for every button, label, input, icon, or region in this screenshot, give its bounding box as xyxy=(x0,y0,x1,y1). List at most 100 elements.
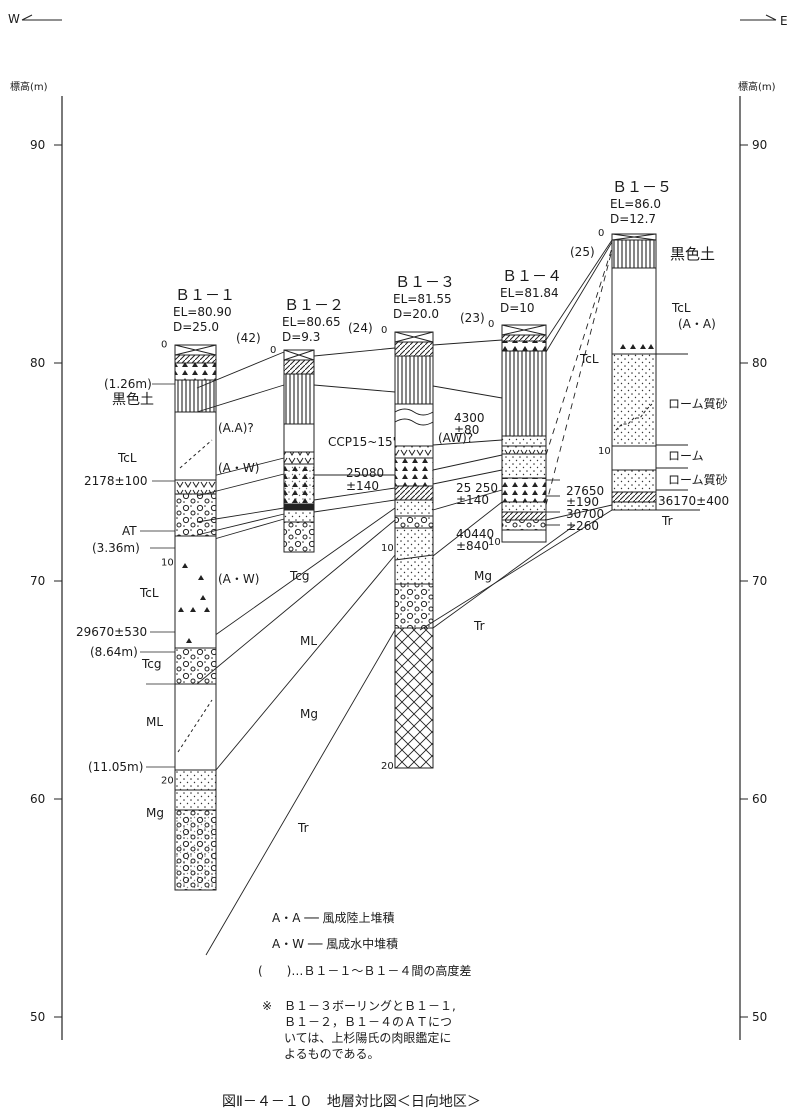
layer-label: Tcg xyxy=(289,569,310,583)
depth-label: 0 xyxy=(488,319,494,330)
height-diff: (23) xyxy=(460,311,485,325)
layer-label: ±840 xyxy=(456,539,489,553)
depth-label: 0 xyxy=(161,339,167,350)
legend-aa: A・A ── 風成陸上堆積 xyxy=(272,910,395,925)
tick-label-left: 70 xyxy=(30,574,45,588)
borehole-depth: D=20.0 xyxy=(393,307,439,321)
layer-label: ±190 xyxy=(566,495,599,509)
layer-label: (8.64m) xyxy=(90,645,138,659)
borehole-name: Ｂ１－４ xyxy=(502,267,562,285)
depth-label: 10 xyxy=(488,537,501,548)
legend-note-line: いては、上杉陽氏の肉眼鑑定に xyxy=(284,1030,451,1045)
layer-label: 30700 xyxy=(566,507,604,521)
layer-label: (AW)? xyxy=(438,431,473,445)
layer-label: TcL xyxy=(579,352,599,366)
layer-label: (3.36m) xyxy=(92,541,140,555)
compass-east-arrowhead xyxy=(765,14,777,21)
tick-label-right: 60 xyxy=(752,792,767,806)
borehole-b1-3 xyxy=(394,331,434,769)
axis-label-right: 標高(m) xyxy=(738,80,776,93)
borehole-depth: D=9.3 xyxy=(282,330,320,344)
legend-paren: ( )…Ｂ１－１～Ｂ１－４間の高度差 xyxy=(258,963,471,978)
layer-label: ML xyxy=(300,634,317,648)
layer-label: Mg xyxy=(146,806,164,820)
corr-line xyxy=(432,489,503,511)
layer-label: ローム質砂 xyxy=(668,472,728,487)
borehole-name: Ｂ１－５ xyxy=(612,178,672,196)
layer-label: 4300 xyxy=(454,411,485,425)
tick-label-left: 80 xyxy=(30,356,45,370)
borehole-elevation: EL=86.0 xyxy=(610,197,661,211)
corr-line xyxy=(545,239,613,341)
layer-label: 25 250 xyxy=(456,481,498,495)
layer-label: 29670±530 xyxy=(76,625,147,639)
tick-label-right: 70 xyxy=(752,574,767,588)
axis-label-left: 標高(m) xyxy=(10,80,48,93)
layer-label: TcL xyxy=(117,451,137,465)
borehole-b1-2 xyxy=(283,349,315,553)
layer-label: (A・W) xyxy=(218,572,259,586)
layer-label: 黒色土 xyxy=(670,245,715,263)
layer-label: 2178±100 xyxy=(84,474,148,488)
depth-label: 0 xyxy=(381,325,387,336)
borehole-depth: D=10 xyxy=(500,301,535,315)
height-diff: (42) xyxy=(236,331,261,345)
layer-label: 36170±400 xyxy=(658,494,729,508)
layer-label: Tr xyxy=(297,821,309,835)
corr-line xyxy=(432,524,576,629)
compass-east: E xyxy=(780,14,788,28)
corr-line xyxy=(419,509,613,631)
layer-label: 27650 xyxy=(566,484,604,498)
layer-label: Mg xyxy=(300,707,318,721)
layer-label: (11.05m) xyxy=(88,760,143,774)
borehole-name: Ｂ１－３ xyxy=(395,273,455,291)
corr-line xyxy=(313,487,396,501)
layer-label: ML xyxy=(146,715,163,729)
legend-note-mark: ※ xyxy=(262,999,272,1013)
corr-line xyxy=(196,507,396,649)
corr-line xyxy=(313,384,396,393)
corr-line xyxy=(432,454,503,471)
depth-label: 20 xyxy=(381,761,394,772)
layer-label: (A・A) xyxy=(678,317,716,331)
height-diff: (24) xyxy=(348,321,373,335)
corr-line xyxy=(313,347,396,357)
depth-label: 10 xyxy=(161,557,174,568)
tick-label-left: 50 xyxy=(30,1010,45,1024)
legend-note-line: よるものである。 xyxy=(284,1047,380,1061)
tick-label-left: 90 xyxy=(30,138,45,152)
borehole-elevation: EL=81.84 xyxy=(500,286,559,300)
layer-label: ±140 xyxy=(346,479,379,493)
tick-label-left: 60 xyxy=(30,792,45,806)
corr-line xyxy=(432,339,503,346)
corr-line xyxy=(432,501,503,557)
tick-label-right: 90 xyxy=(752,138,767,152)
legend-aw: A・W ── 風成水中堆積 xyxy=(272,936,398,951)
layer-label: (A.A)? xyxy=(218,421,254,435)
depth-label: 0 xyxy=(598,228,604,239)
layer-label: ±140 xyxy=(456,493,489,507)
compass-west-arrowhead xyxy=(21,14,33,21)
corr-line xyxy=(545,504,613,521)
layer-label: Tcg xyxy=(141,657,162,671)
borehole-b1-4 xyxy=(501,324,547,543)
layer-label: TcL xyxy=(139,586,159,600)
legend-note-line: Ｂ１－２，Ｂ１－４のＡＴにつ xyxy=(284,1015,452,1029)
layer-label: 25080 xyxy=(346,466,384,480)
layer-label: (A・W) xyxy=(218,461,259,475)
borehole-elevation: EL=80.90 xyxy=(173,305,232,319)
figure-caption: 図Ⅱ－４－１０ 地層対比図＜日向地区＞ xyxy=(222,1094,481,1110)
corr-line xyxy=(313,499,396,513)
corr-line xyxy=(432,439,503,446)
layer-label: TcL xyxy=(671,301,691,315)
height-diff: (25) xyxy=(570,245,595,259)
borehole-b1-1 xyxy=(174,344,217,891)
borehole-depth: D=12.7 xyxy=(610,212,656,226)
tick-label-right: 50 xyxy=(752,1010,767,1024)
corr-line xyxy=(432,385,503,399)
layer-label: Mg xyxy=(474,569,492,583)
depth-label: 10 xyxy=(381,543,394,554)
corr-line xyxy=(215,554,396,771)
layer-label: CCP15~15' xyxy=(328,435,396,449)
